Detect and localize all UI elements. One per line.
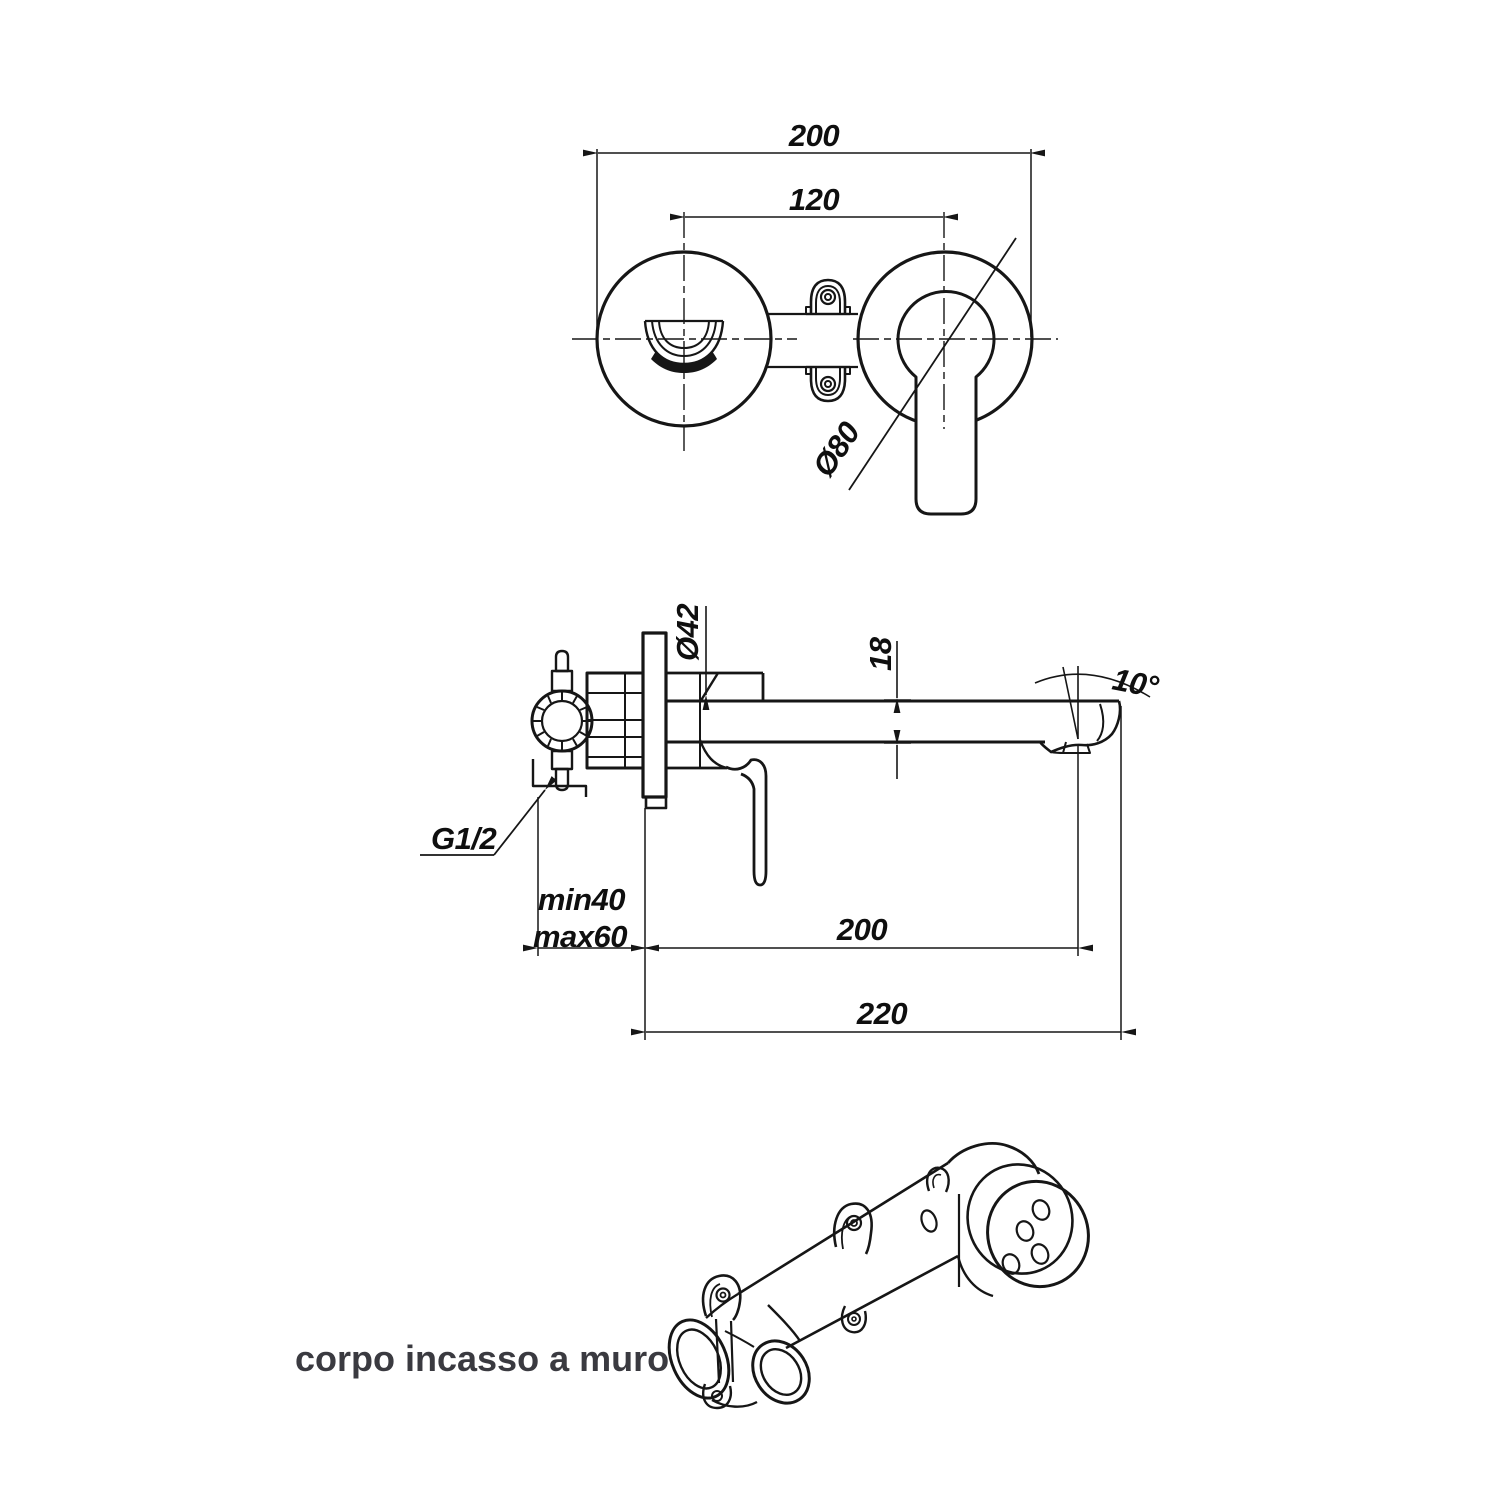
- dim-spout-height: 18: [863, 636, 911, 779]
- spout-angle-annotation: 10°: [1034, 662, 1162, 740]
- mixer-body-side: [531, 671, 645, 797]
- lever-handle-side: [725, 758, 768, 887]
- dim-overall-reach: 220: [631, 996, 1136, 1036]
- handle-keyhole-front: [896, 290, 996, 516]
- dia-escutcheon-annotation: Ø42: [670, 604, 710, 710]
- tube-mounting-lug-top: [832, 1202, 873, 1255]
- extension-lines-side: [537, 706, 1122, 1040]
- tube-mounting-lug-bottom: [840, 1305, 867, 1334]
- spout-side: [666, 699, 1122, 754]
- dim-spout-reach: 200: [631, 912, 1093, 952]
- thread-label: G1/2: [431, 821, 496, 856]
- dim-spout-reach-label: 200: [836, 912, 887, 947]
- spout-escutcheon-side: [666, 671, 765, 770]
- aerator-side: [1062, 741, 1091, 754]
- dim-spout-height-label: 18: [863, 636, 898, 671]
- dia-escutcheon-label: Ø42: [670, 604, 705, 661]
- isometric-view: corpo incasso a muro: [295, 1142, 1090, 1410]
- connecting-bar: [767, 312, 858, 369]
- mounting-bracket-bottom: [805, 365, 851, 403]
- spout-angle-label: 10°: [1110, 662, 1162, 705]
- dim-centers-label: 120: [789, 182, 839, 217]
- centerlines-front: [572, 212, 1058, 451]
- dia-rosette-label: Ø80: [806, 416, 867, 483]
- tee-junction: [667, 1274, 811, 1410]
- tube-clip: [920, 1166, 950, 1233]
- dim-overall-reach-label: 220: [856, 996, 907, 1031]
- spout-tip: [1038, 700, 1122, 754]
- iso-caption: corpo incasso a muro: [295, 1338, 669, 1379]
- aerator-shadow: [651, 351, 717, 373]
- mounting-bracket-top: [805, 278, 851, 316]
- recess-depth-annotation: min40 max60: [523, 882, 659, 954]
- dim-centers: 120: [670, 182, 958, 221]
- wall-plate-side: [641, 631, 668, 810]
- dim-overall-width: 200: [583, 118, 1045, 337]
- cartridge-housing: [946, 1142, 1090, 1298]
- side-view: Ø42 18 10° G1/2 min40 max60: [420, 604, 1162, 1040]
- thread-annotation: G1/2: [420, 776, 557, 856]
- depth-min-label: min40: [538, 882, 625, 917]
- dim-overall-width-label: 200: [788, 118, 839, 153]
- front-view: 200 120 Ø80: [572, 118, 1058, 516]
- tube-bottom-edge: [785, 1254, 959, 1350]
- inlet-valve-ring: [530, 649, 594, 792]
